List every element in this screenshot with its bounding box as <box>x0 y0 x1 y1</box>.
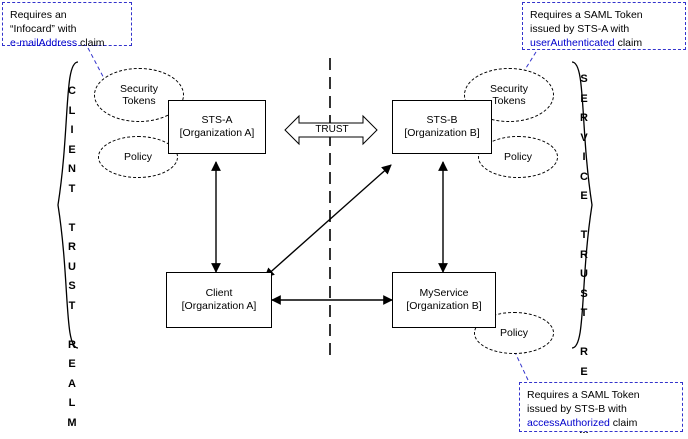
realm-letter: V <box>580 131 588 144</box>
realm-letter-gap <box>62 316 82 336</box>
realm-letter: R <box>68 241 76 253</box>
realm-letter: E <box>68 143 76 156</box>
claim-suffix: claim <box>609 417 638 429</box>
realm-letter: T <box>68 221 76 234</box>
realm-letter: E <box>68 358 76 370</box>
claim-name: accessAuthorized <box>527 417 610 429</box>
realm-letter: T <box>68 299 76 312</box>
claim-name: userAuthenticated <box>530 37 615 49</box>
callout-line-1: Requires a SAML Token <box>530 9 643 21</box>
callout-line-2: issued by STS-A with <box>530 23 630 35</box>
realm-letter: S <box>580 287 588 300</box>
callout-saml-sts-a: Requires a SAML Token issued by STS-A wi… <box>522 2 686 50</box>
ellipse-label-line1: Policy <box>499 327 528 339</box>
callout-line-2: “Infocard” with <box>10 23 77 35</box>
ellipse-label-line1: Security <box>120 83 158 95</box>
ellipse-label-line2: Tokens <box>492 95 526 107</box>
ellipse-security-tokens-b: Security Tokens <box>464 68 554 122</box>
node-client: Client [Organization A] <box>166 272 272 328</box>
realm-letter: I <box>582 151 586 163</box>
service-realm-brace <box>571 61 593 349</box>
realm-letter: S <box>580 73 588 85</box>
ellipse-label-line1: Policy <box>123 151 152 163</box>
node-subtitle: [Organization A] <box>181 300 257 312</box>
realm-letter: R <box>580 248 588 261</box>
claim-name: e-mailAddress <box>10 37 78 49</box>
realm-letter: L <box>68 104 76 117</box>
realm-letter: M <box>67 416 77 429</box>
ellipse-label-line1: Policy <box>503 151 532 163</box>
realm-letter: I <box>70 124 74 136</box>
node-subtitle: [Organization B] <box>406 300 482 312</box>
callout-line-1: Requires an <box>10 9 67 21</box>
realm-letter: T <box>68 182 76 195</box>
callout-infocard: Requires an “Infocard” with e-mailAddres… <box>2 2 132 49</box>
node-title: Client <box>205 287 233 299</box>
callout-line-1: Requires a SAML Token <box>527 389 640 401</box>
realm-letter-gap <box>574 207 594 227</box>
node-myservice: MyService [Organization B] <box>392 272 496 328</box>
ellipse-label-line1: Security <box>490 83 528 95</box>
claim-suffix: claim <box>77 37 105 49</box>
node-title: STS-B <box>426 114 458 126</box>
realm-letter: S <box>68 280 76 292</box>
callout-saml-sts-b: Requires a SAML Token issued by STS-B wi… <box>519 382 683 432</box>
realm-letter: C <box>580 170 588 183</box>
node-title: MyService <box>419 287 469 299</box>
ellipse-policy-a: Policy <box>98 136 178 178</box>
realm-letter: E <box>580 190 588 202</box>
node-subtitle: [Organization B] <box>404 127 480 139</box>
trust-arrow <box>284 114 378 146</box>
node-sts-b: STS-B [Organization B] <box>392 100 492 154</box>
callout-line-2: issued by STS-B with <box>527 403 627 415</box>
realm-letter: N <box>68 163 76 175</box>
node-title: STS-A <box>201 114 233 126</box>
callout-line-3: e-mailAddress claim <box>10 36 124 50</box>
client-realm-brace <box>57 61 79 349</box>
node-sts-a: STS-A [Organization A] <box>168 100 266 154</box>
realm-letter: U <box>580 268 588 280</box>
ellipse-label-line2: Tokens <box>122 95 156 107</box>
realm-letter: C <box>68 85 76 97</box>
callout-line-3: accessAuthorized claim <box>527 416 675 430</box>
realm-letter: T <box>580 229 588 241</box>
realm-letter: E <box>580 92 588 105</box>
realm-letter: R <box>580 346 588 358</box>
realm-letter: A <box>68 377 76 390</box>
realm-letter: L <box>68 397 76 409</box>
realm-letter: R <box>580 112 588 124</box>
callout-line-3: userAuthenticated claim <box>530 36 678 50</box>
arrow-client-sts-b <box>264 164 392 278</box>
realm-letter: E <box>580 365 588 378</box>
realm-letter: T <box>580 307 588 319</box>
realm-letter: U <box>68 260 76 273</box>
realm-letter: R <box>68 338 76 351</box>
client-trust-realm-label: C L I E N T T R U S T R E A L M <box>62 82 82 433</box>
trust-arrow-label: TRUST <box>315 124 349 135</box>
node-subtitle: [Organization A] <box>179 127 255 139</box>
claim-suffix: claim <box>614 37 643 49</box>
realm-letter-gap <box>62 199 82 219</box>
realm-letter-gap <box>574 324 594 344</box>
